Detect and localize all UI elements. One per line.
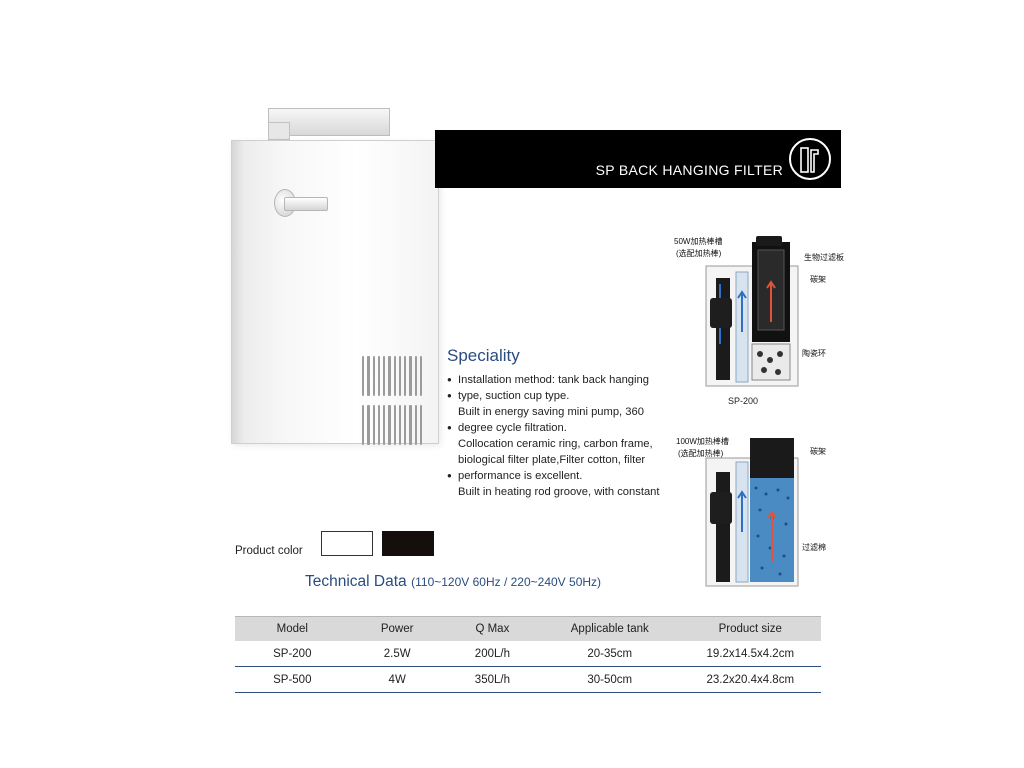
intake-vents-upper	[362, 356, 422, 396]
speciality-list: Installation method: tank back hanging t…	[447, 372, 687, 500]
filter-tube-logo-icon	[789, 138, 831, 180]
table-header-cell: Q Max	[444, 616, 541, 641]
technical-heading: Technical Data (110~120V 60Hz / 220~240V…	[305, 573, 601, 591]
table-cell: 2.5W	[349, 641, 445, 667]
speciality-line: degree cycle filtration.	[447, 420, 687, 436]
heater-optional-label: (选配加热棒)	[678, 449, 724, 458]
heater-optional-label: (选配加热棒)	[676, 249, 722, 258]
technical-subtitle: (110~120V 60Hz / 220~240V 50Hz)	[411, 575, 602, 589]
diagram-caption: SP-200	[728, 396, 759, 406]
color-swatch-white	[321, 531, 373, 556]
table-cell: 19.2x14.5x4.2cm	[679, 641, 821, 667]
speciality-line: biological filter plate,Filter cotton, f…	[458, 454, 646, 466]
diagram-sp200: 50W加热棒槽 (选配加热棒) 生物过滤板 碳架 陶瓷环 SP-200	[674, 232, 844, 406]
bracket-step	[268, 122, 290, 140]
table-cell: SP-500	[235, 666, 350, 693]
table-header-cell: Model	[235, 616, 350, 641]
table-cell: 30-50cm	[540, 666, 680, 693]
filter-cotton-label: 过滤棉	[802, 543, 826, 552]
speciality-line: Collocation ceramic ring, carbon frame,	[458, 438, 653, 450]
color-swatch-black	[382, 531, 434, 556]
filter-body	[231, 140, 439, 445]
table-header-row: Model Power Q Max Applicable tank Produc…	[235, 616, 821, 641]
table-cell: 200L/h	[444, 641, 541, 667]
table-header-cell: Product size	[679, 616, 821, 641]
ceramic-ring-label: 陶瓷环	[802, 349, 826, 358]
intake-vents-lower	[362, 405, 422, 445]
diagram-sp500-illustration	[705, 438, 799, 587]
carbon-frame-label: 碳架	[810, 275, 826, 284]
table-cell: 4W	[349, 666, 445, 693]
heater-slot-label: 50W加热棒槽	[674, 237, 723, 246]
table-row: SP-500 4W 350L/h 30-50cm 23.2x20.4x4.8cm	[235, 666, 821, 693]
header-bar: SP BACK HANGING FILTER	[435, 130, 841, 188]
spec-table: Model Power Q Max Applicable tank Produc…	[235, 616, 821, 693]
diagram-sp500: 100W加热棒槽 (选配加热棒) 碳架 过滤棉	[676, 432, 826, 592]
speciality-line: Built in heating rod groove, with consta…	[458, 486, 660, 498]
product-color-label: Product color	[235, 545, 303, 557]
table-cell: 23.2x20.4x4.8cm	[679, 666, 821, 693]
speciality-title: Speciality	[447, 346, 520, 365]
carbon-frame-label: 碳架	[810, 447, 826, 456]
table-header-cell: Applicable tank	[540, 616, 680, 641]
technical-title: Technical Data	[305, 573, 407, 590]
diagram-sp200-illustration	[705, 236, 799, 387]
product-photo	[231, 108, 441, 445]
table-row: SP-200 2.5W 200L/h 20-35cm 19.2x14.5x4.2…	[235, 641, 821, 667]
speciality-line: performance is excellent.	[447, 468, 687, 484]
speciality-line: Installation method: tank back hanging	[447, 372, 687, 388]
outlet-nozzle	[274, 189, 328, 217]
speciality-line: type, suction cup type.	[447, 388, 687, 404]
table-cell: 350L/h	[444, 666, 541, 693]
table-cell: SP-200	[235, 641, 350, 667]
speciality-line: Built in energy saving mini pump, 360	[458, 406, 644, 418]
bio-plate-label: 生物过滤板	[804, 253, 844, 262]
header-title: SP BACK HANGING FILTER	[595, 162, 783, 178]
table-header-cell: Power	[349, 616, 445, 641]
heater-slot-label: 100W加热棒槽	[676, 437, 729, 446]
table-cell: 20-35cm	[540, 641, 680, 667]
